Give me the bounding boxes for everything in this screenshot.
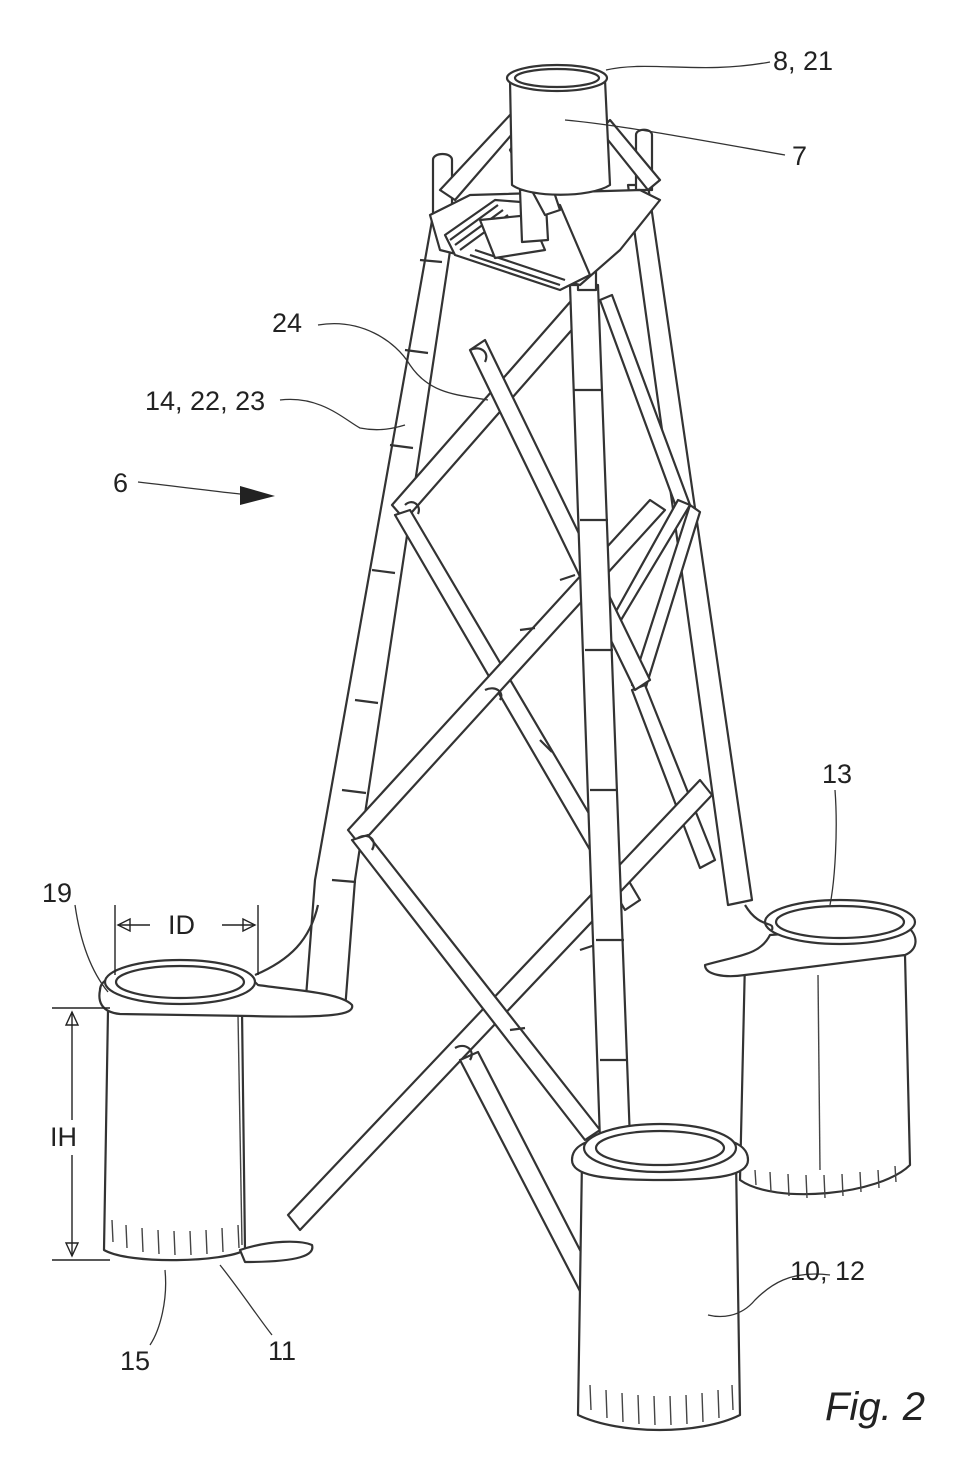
label-8-21: 8, 21 — [773, 46, 833, 76]
label-19: 19 — [42, 878, 72, 908]
label-14-22-23: 14, 22, 23 — [145, 386, 265, 416]
view-direction-arrow — [240, 486, 275, 505]
label-24: 24 — [272, 308, 302, 338]
front-suction-bucket — [572, 1124, 748, 1430]
label-id: ID — [168, 910, 195, 940]
label-10-12: 10, 12 — [790, 1256, 865, 1286]
label-13: 13 — [822, 759, 852, 789]
label-6: 6 — [113, 468, 128, 498]
transition-piece — [430, 65, 660, 290]
label-7: 7 — [792, 141, 807, 171]
left-leg — [305, 215, 455, 1010]
label-ih: IH — [50, 1122, 77, 1152]
label-15: 15 — [120, 1346, 150, 1376]
label-11: 11 — [268, 1336, 296, 1366]
figure-caption: Fig. 2 — [825, 1385, 925, 1429]
